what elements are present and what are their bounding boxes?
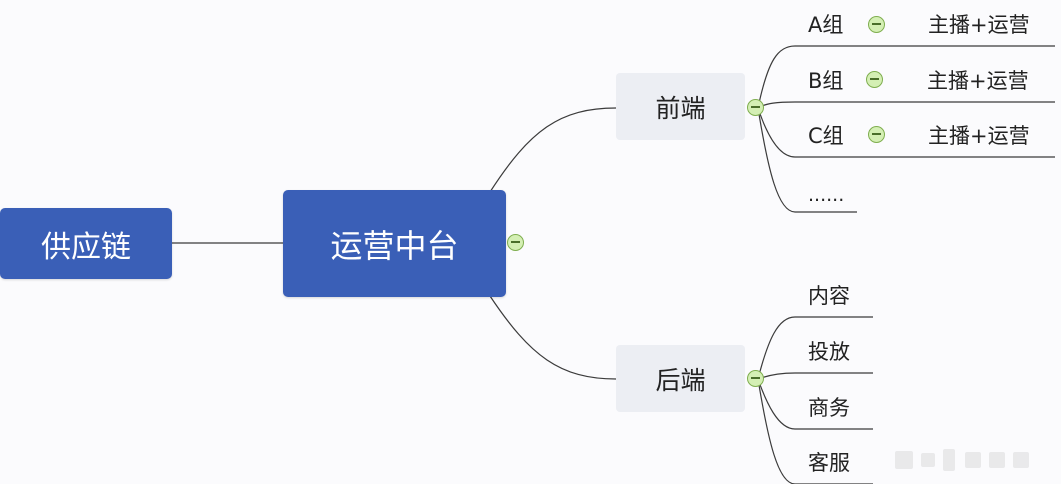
leaf-item[interactable]: 客服 bbox=[808, 450, 850, 476]
connector-center-frontend bbox=[489, 107, 617, 193]
leaf-detail-label: 主播+运营 bbox=[928, 124, 1030, 148]
collapse-minus-icon[interactable] bbox=[868, 16, 885, 33]
center-node[interactable]: 运营中台 bbox=[283, 190, 506, 297]
leaf-label: B组 bbox=[808, 69, 844, 93]
connector-backend-3 bbox=[757, 378, 873, 430]
collapse-minus-icon[interactable] bbox=[747, 99, 764, 116]
leaf-label: 商务 bbox=[808, 396, 850, 420]
leaf-item[interactable]: 内容 bbox=[808, 283, 850, 309]
connector-backend-2 bbox=[757, 372, 873, 380]
branch-label: 前端 bbox=[655, 93, 706, 123]
watermark bbox=[895, 443, 1045, 477]
leaf-detail-label: 主播+运营 bbox=[928, 13, 1030, 37]
leaf-item[interactable]: 投放 bbox=[808, 339, 850, 365]
leaf-label: 投放 bbox=[808, 340, 850, 364]
collapse-minus-icon[interactable] bbox=[866, 71, 883, 88]
leaf-item[interactable]: A组 bbox=[808, 12, 843, 38]
connector-frontend-more bbox=[757, 107, 857, 213]
leaf-detail[interactable]: 主播+运营 bbox=[928, 123, 1030, 149]
leaf-label: C组 bbox=[808, 124, 844, 148]
connector-frontend-b bbox=[757, 101, 1055, 109]
connector-frontend-c bbox=[757, 107, 1055, 158]
branch-label: 后端 bbox=[655, 365, 706, 395]
leaf-label: 客服 bbox=[808, 451, 850, 475]
center-node-label: 运营中台 bbox=[330, 226, 459, 265]
leaf-detail[interactable]: 主播+运营 bbox=[927, 68, 1029, 94]
collapse-minus-icon[interactable] bbox=[747, 370, 764, 387]
collapse-minus-icon[interactable] bbox=[868, 126, 885, 143]
leaf-item[interactable]: ...... bbox=[808, 182, 844, 208]
leaf-item[interactable]: 商务 bbox=[808, 395, 850, 421]
connector-frontend-a bbox=[757, 45, 1055, 109]
root-node[interactable]: 供应链 bbox=[0, 208, 172, 279]
connector-backend-1 bbox=[757, 316, 873, 380]
leaf-label: 内容 bbox=[808, 284, 850, 308]
branch-node-frontend[interactable]: 前端 bbox=[616, 73, 745, 140]
connector-center-backend bbox=[489, 295, 617, 380]
leaf-item[interactable]: C组 bbox=[808, 123, 844, 149]
leaf-item[interactable]: B组 bbox=[808, 68, 843, 94]
leaf-label: ...... bbox=[808, 184, 845, 206]
branch-node-backend[interactable]: 后端 bbox=[616, 345, 745, 412]
leaf-detail-label: 主播+运营 bbox=[927, 69, 1029, 93]
root-node-label: 供应链 bbox=[41, 229, 131, 265]
leaf-detail[interactable]: 主播+运营 bbox=[928, 12, 1030, 38]
collapse-minus-icon[interactable] bbox=[507, 234, 524, 251]
leaf-label: A组 bbox=[808, 13, 844, 37]
